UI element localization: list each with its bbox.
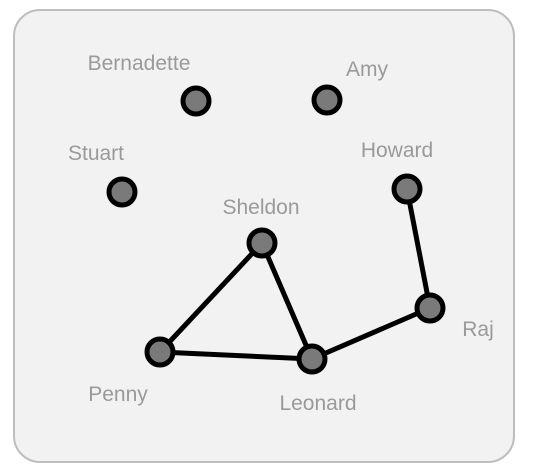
- edge-penny-leonard: [157, 349, 315, 362]
- edge-raj-howard: [404, 186, 433, 311]
- node-label-sheldon: Sheldon: [222, 196, 299, 219]
- node-stuart: [106, 176, 138, 208]
- node-penny: [144, 336, 176, 368]
- edge-sheldon-penny: [157, 240, 265, 355]
- node-label-bernadette: Bernadette: [88, 52, 191, 75]
- node-howard: [391, 173, 423, 205]
- edges-layer: [157, 186, 433, 362]
- node-label-raj: Raj: [462, 318, 494, 341]
- edge-leonard-raj: [309, 305, 433, 362]
- node-sheldon: [246, 227, 278, 259]
- node-label-howard: Howard: [361, 139, 433, 162]
- node-label-stuart: Stuart: [68, 142, 124, 165]
- node-label-leonard: Leonard: [279, 392, 356, 415]
- node-raj: [414, 292, 446, 324]
- node-bernadette: [180, 85, 212, 117]
- node-amy: [311, 84, 343, 116]
- node-leonard: [296, 343, 328, 375]
- edge-sheldon-leonard: [259, 240, 315, 362]
- node-label-penny: Penny: [88, 383, 148, 406]
- node-label-amy: Amy: [346, 58, 389, 81]
- nodes-layer: [106, 84, 446, 375]
